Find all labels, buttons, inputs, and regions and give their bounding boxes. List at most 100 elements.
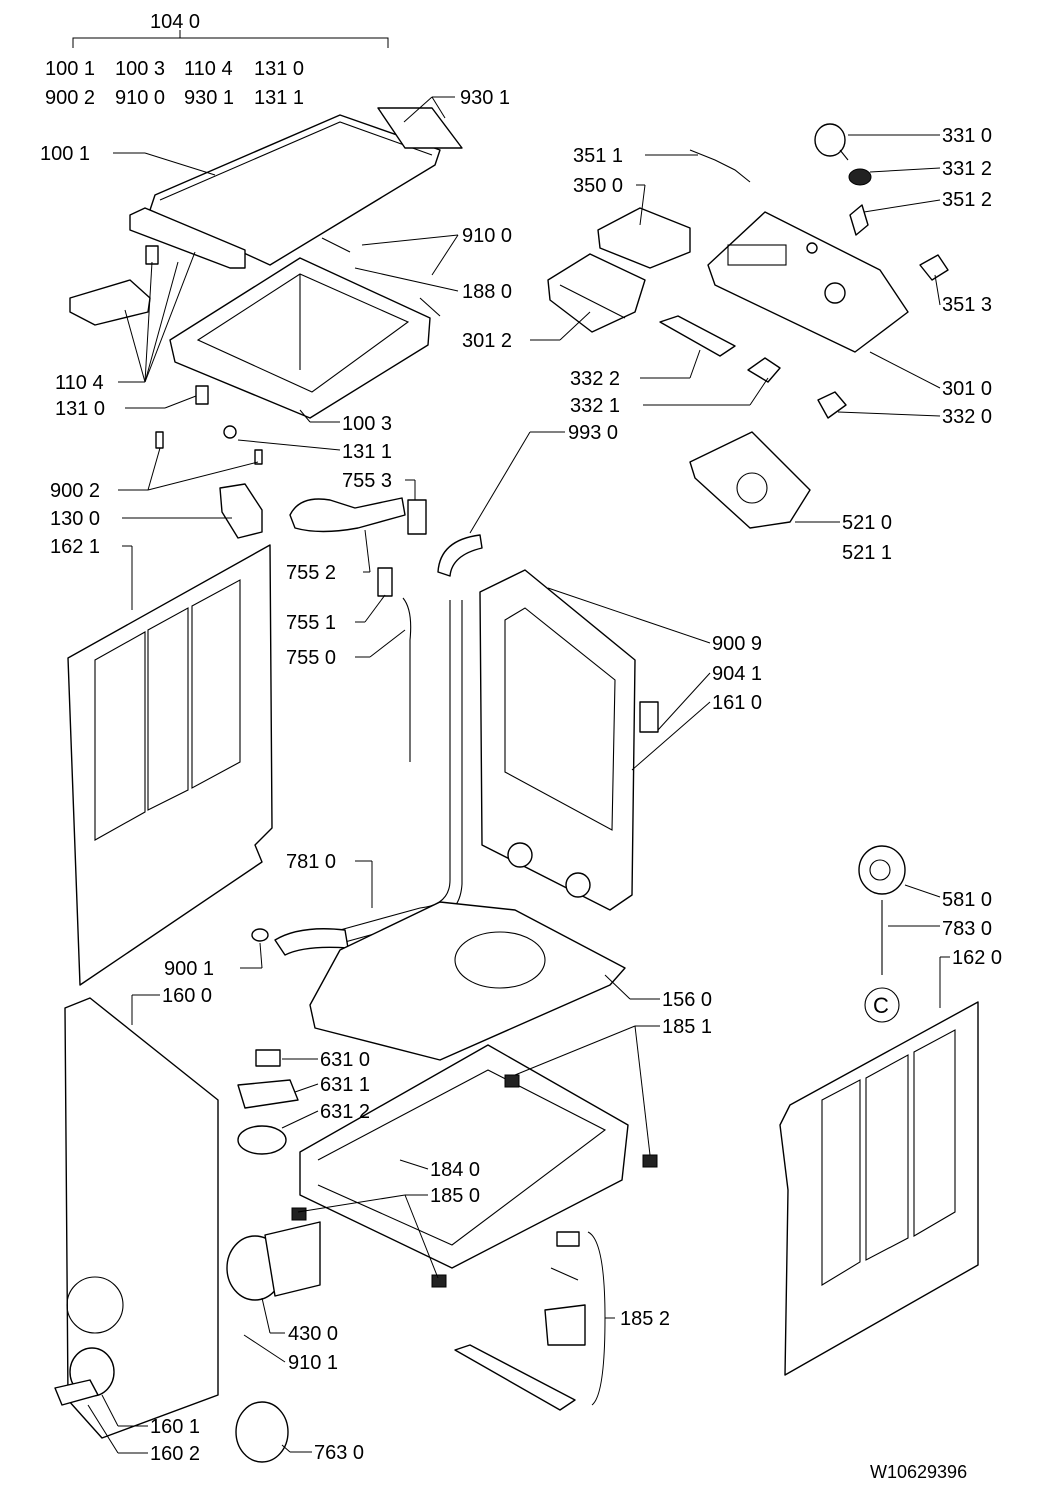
clip-part bbox=[145, 245, 159, 265]
callout-label: 161 0 bbox=[712, 692, 762, 714]
callout-label: 900 2 bbox=[50, 480, 100, 502]
callout-label: 763 0 bbox=[314, 1442, 364, 1464]
callout-label: 631 0 bbox=[320, 1049, 370, 1071]
callout-label: 993 0 bbox=[568, 422, 618, 444]
hinge-part bbox=[69, 279, 151, 326]
callout-label: 631 2 bbox=[320, 1101, 370, 1123]
callout-label: 755 2 bbox=[286, 562, 336, 584]
document-number: W10629396 bbox=[870, 1462, 967, 1482]
callout-label: 110 4 bbox=[55, 372, 104, 394]
callout-label: 331 0 bbox=[942, 125, 992, 147]
group-item-label: 131 0 bbox=[254, 58, 304, 80]
callout-label: 781 0 bbox=[286, 851, 336, 873]
callout-label: 755 3 bbox=[342, 470, 392, 492]
frame-part bbox=[299, 1044, 629, 1269]
spring-part bbox=[223, 425, 237, 439]
pump-filter-part bbox=[235, 1401, 289, 1463]
leader-lines bbox=[72, 30, 950, 1454]
group-header-label: 104 0 bbox=[150, 11, 200, 33]
group-item-label: 100 1 bbox=[45, 58, 95, 80]
callout-label: 631 1 bbox=[320, 1074, 370, 1096]
callout-label: 332 2 bbox=[570, 368, 620, 390]
strip-part bbox=[377, 107, 463, 149]
callout-label: 331 2 bbox=[942, 158, 992, 180]
callout-label: 755 1 bbox=[286, 612, 336, 634]
foot-part-2 bbox=[642, 1154, 658, 1168]
callout-label: 131 0 bbox=[55, 398, 105, 420]
callout-label: 910 0 bbox=[462, 225, 512, 247]
door-lock-part bbox=[219, 483, 263, 539]
control-panel-part bbox=[707, 211, 909, 353]
lever-part bbox=[747, 357, 781, 383]
dispenser-part bbox=[547, 253, 646, 333]
callout-label: 351 3 bbox=[942, 294, 992, 316]
long-hose-part bbox=[339, 600, 451, 931]
callout-label: 900 9 bbox=[712, 633, 762, 655]
foot-part-1 bbox=[504, 1074, 520, 1088]
keys-strip-part bbox=[659, 315, 736, 357]
callout-label: 301 0 bbox=[942, 378, 992, 400]
callout-label: 521 0 bbox=[842, 512, 892, 534]
switch-part bbox=[817, 391, 847, 419]
heater-bracket-part bbox=[237, 1079, 299, 1109]
callout-label: 521 1 bbox=[842, 542, 892, 564]
callout-label: 351 2 bbox=[942, 189, 992, 211]
clip-part-351-3 bbox=[919, 254, 949, 281]
foot-part-4 bbox=[431, 1274, 447, 1288]
rear-panel-part bbox=[479, 569, 636, 911]
callout-label: 351 1 bbox=[573, 145, 623, 167]
callout-label: 332 1 bbox=[570, 395, 620, 417]
side-panel-left-part bbox=[67, 544, 273, 986]
filter-part bbox=[639, 701, 659, 733]
foot-part-3 bbox=[291, 1207, 307, 1221]
fitting-part bbox=[377, 567, 393, 597]
callout-label: 160 2 bbox=[150, 1443, 200, 1465]
front-trim-part bbox=[129, 207, 246, 269]
leveling-kit-part bbox=[454, 1231, 586, 1411]
callout-label: 100 1 bbox=[40, 143, 90, 165]
callout-label: 188 0 bbox=[462, 281, 512, 303]
circle-marker bbox=[864, 987, 900, 1023]
small-pin-part-2 bbox=[254, 449, 263, 465]
side-panel-right-part bbox=[779, 1001, 979, 1376]
hose-end-part bbox=[274, 928, 349, 956]
callout-label: 783 0 bbox=[942, 918, 992, 940]
callout-label: 930 1 bbox=[460, 87, 510, 109]
callout-label: 160 1 bbox=[150, 1416, 200, 1438]
bracket-part bbox=[689, 149, 751, 183]
callout-label: 185 2 bbox=[620, 1308, 670, 1330]
callout-label: 185 0 bbox=[430, 1185, 480, 1207]
callout-label: 430 0 bbox=[288, 1323, 338, 1345]
knob-part bbox=[814, 123, 849, 161]
part-drawings: C bbox=[54, 107, 979, 1463]
callout-label: 100 3 bbox=[342, 413, 392, 435]
ring-part bbox=[848, 168, 872, 186]
callout-label: 131 1 bbox=[342, 441, 392, 463]
callout-label: 184 0 bbox=[430, 1159, 480, 1181]
callout-label: 301 2 bbox=[462, 330, 512, 352]
cap-part bbox=[251, 928, 269, 942]
group-item-label: 910 0 bbox=[115, 87, 165, 109]
lock-part bbox=[195, 385, 209, 405]
heater-part bbox=[255, 1049, 281, 1067]
callout-label: 160 0 bbox=[162, 985, 212, 1007]
callout-label: 904 1 bbox=[712, 663, 762, 685]
tube-part bbox=[402, 597, 412, 762]
callout-label: 185 1 bbox=[662, 1016, 712, 1038]
group-item-label: 110 4 bbox=[184, 58, 233, 80]
callout-label: 581 0 bbox=[942, 889, 992, 911]
small-pin-part bbox=[155, 431, 164, 449]
callout-label: 156 0 bbox=[662, 989, 712, 1011]
group-item-label: 100 3 bbox=[115, 58, 165, 80]
callout-label: 910 1 bbox=[288, 1352, 338, 1374]
base-tray-part bbox=[309, 901, 626, 1061]
drain-pump-part bbox=[226, 1221, 321, 1301]
top-frame-part bbox=[169, 257, 431, 419]
latch-part bbox=[54, 1379, 99, 1406]
circle-marker-label: C bbox=[873, 993, 889, 1018]
drain-hose-part bbox=[437, 534, 483, 577]
weight-part bbox=[237, 1125, 287, 1155]
callout-label: 130 0 bbox=[50, 508, 100, 530]
callout-label: 755 0 bbox=[286, 647, 336, 669]
